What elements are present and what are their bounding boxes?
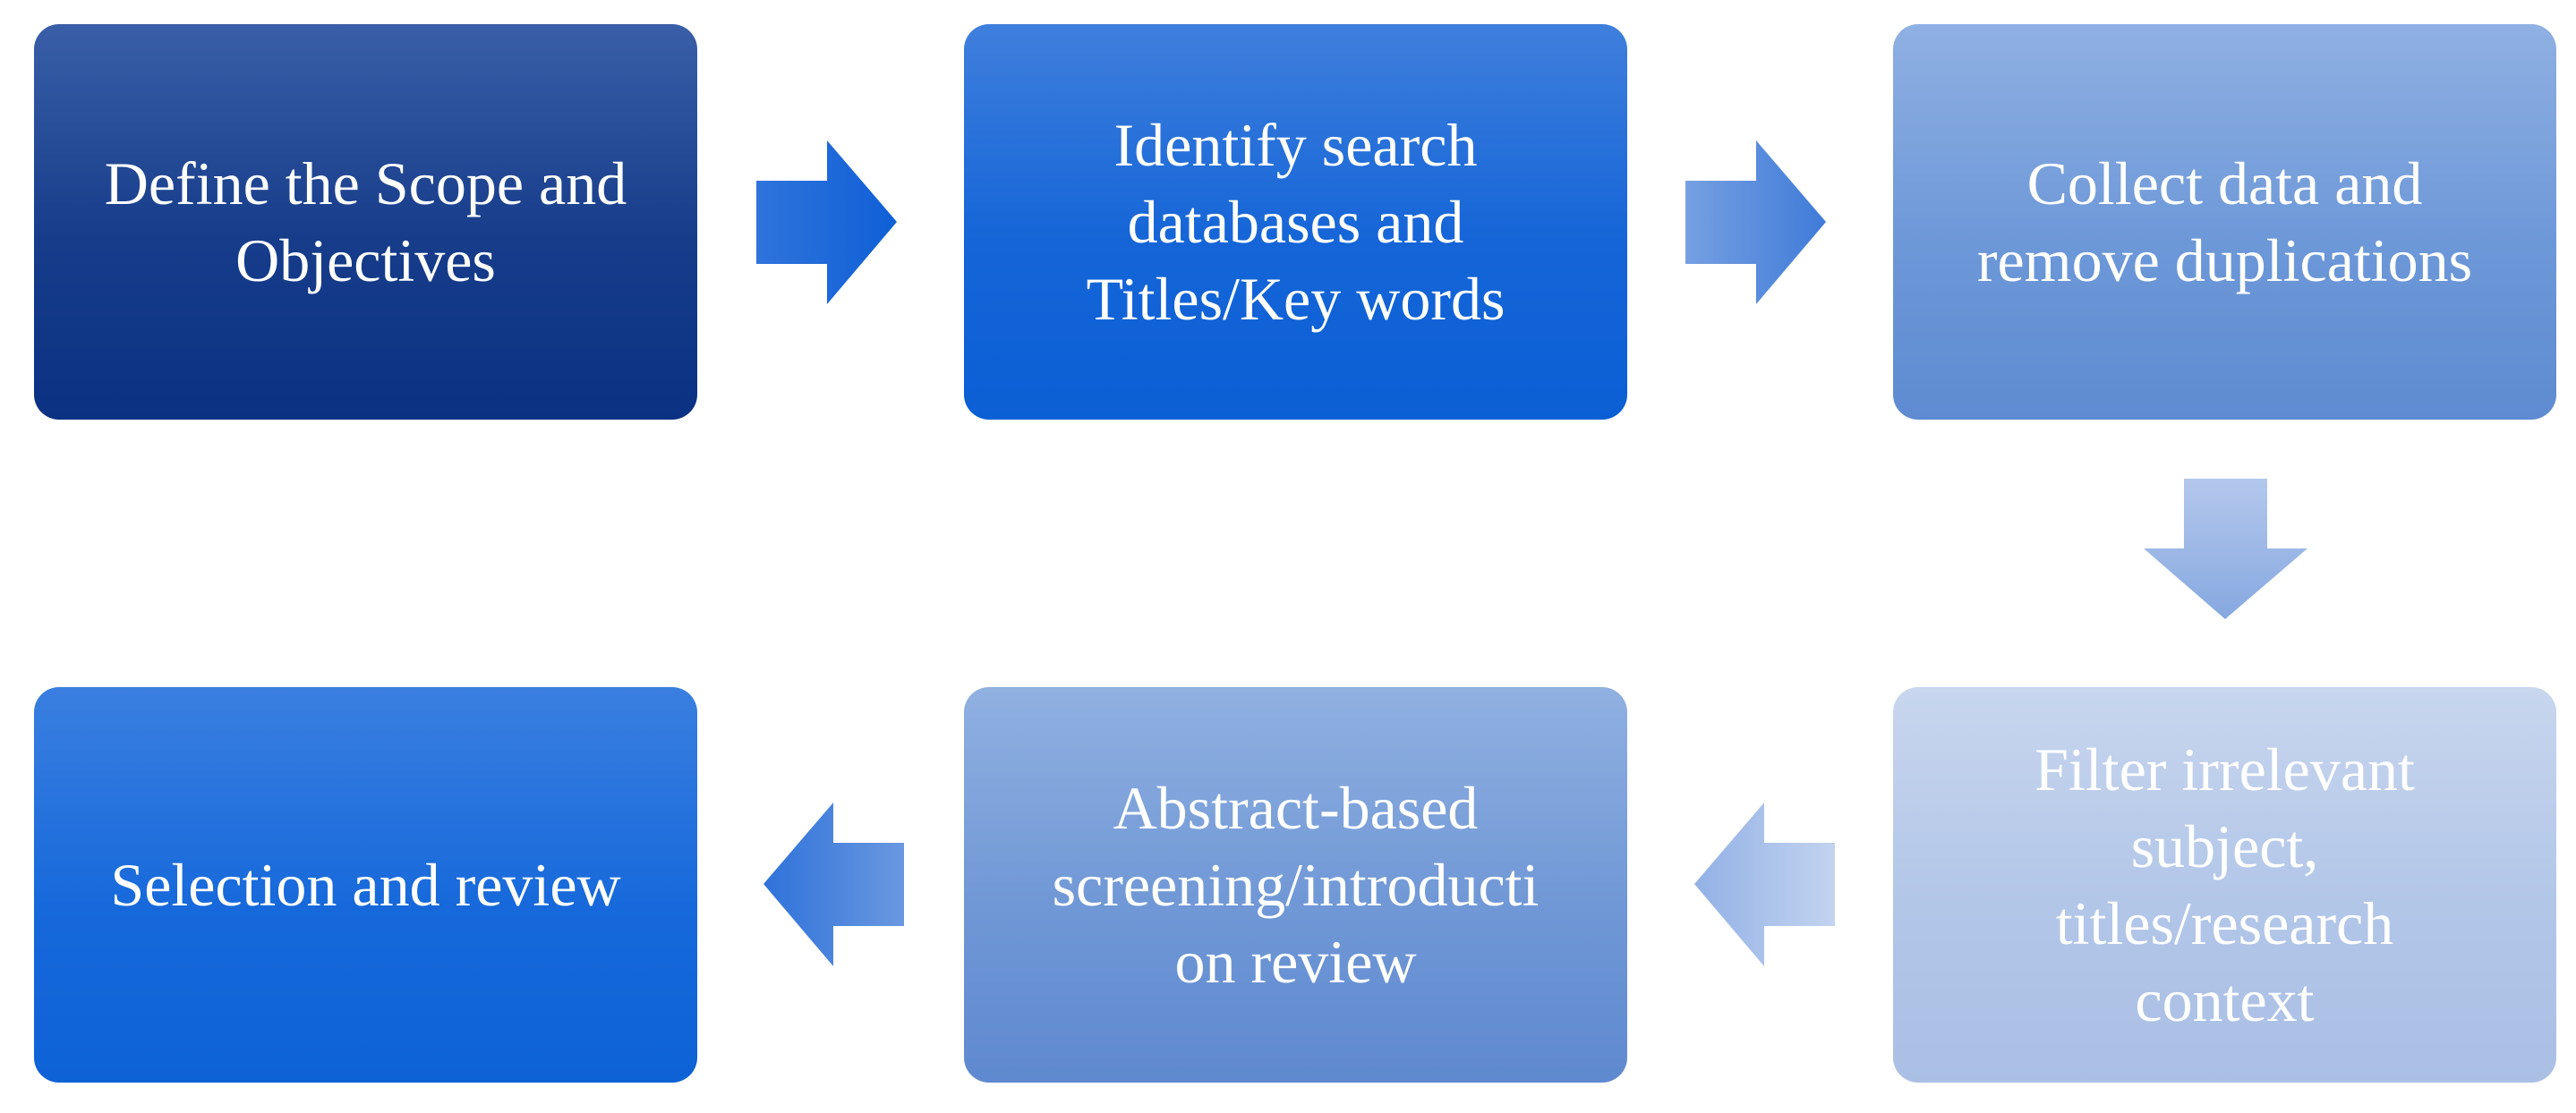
step-5-abstract-screening-box: Abstract-based screening/introducti on r… <box>964 687 1627 1083</box>
step-2-identify-databases-box: Identify search databases and Titles/Key… <box>964 24 1627 420</box>
step-1-define-scope-box: Define the Scope and Objectives <box>34 24 697 420</box>
step-3-collect-data-box: Collect data and remove duplications <box>1893 24 2556 420</box>
arrow-left-icon-2 <box>763 803 904 966</box>
arrow-right-icon-1 <box>756 140 897 304</box>
arrow-down-icon <box>2144 479 2307 619</box>
step-6-selection-review-box: Selection and review <box>34 687 697 1083</box>
arrow-right-icon-2 <box>1685 140 1826 304</box>
arrow-left-icon-1 <box>1694 803 1835 966</box>
step-4-filter-irrelevant-box: Filter irrelevant subject, titles/resear… <box>1893 687 2556 1083</box>
